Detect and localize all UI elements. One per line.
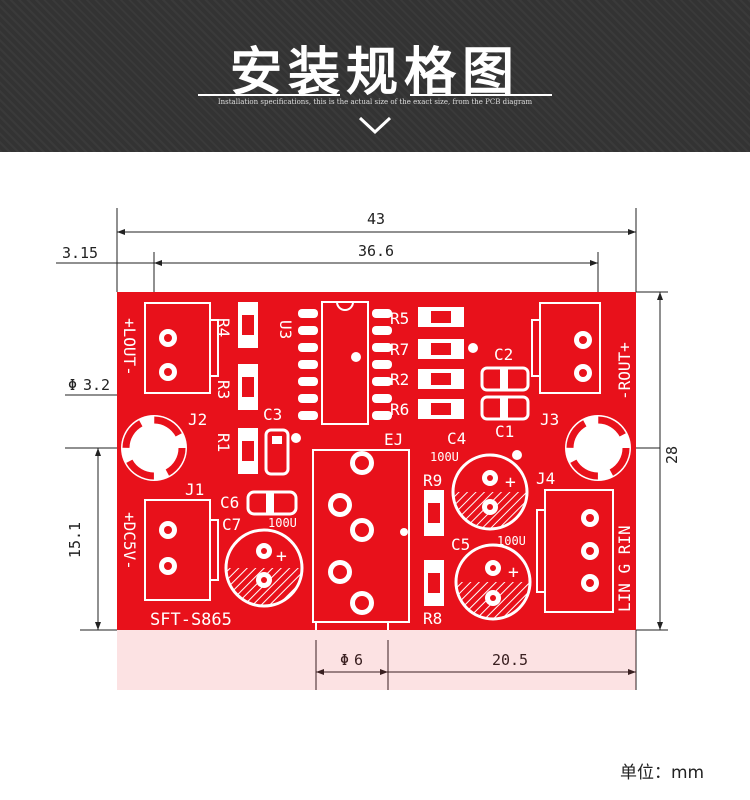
- capacitor-c5: +: [454, 543, 532, 621]
- ej-label: EJ: [384, 430, 403, 449]
- mounting-hole-right: [565, 415, 631, 481]
- dim-jack-diameter-symbol: Φ: [340, 651, 349, 669]
- dim-hole-diameter: 3.2: [83, 376, 110, 394]
- resistor-r7: [418, 339, 464, 359]
- resistor-r3: [238, 364, 258, 410]
- dim-jack-diameter: 6: [354, 651, 363, 669]
- resistor-r8: [424, 560, 444, 606]
- model-label: SFT-S865: [150, 610, 232, 630]
- c2-label: C2: [494, 345, 513, 364]
- svg-text:+: +: [508, 562, 519, 583]
- dim-left-offset: 3.15: [62, 244, 98, 262]
- c5-value: 100U: [497, 534, 526, 548]
- page-title: 安装规格图: [229, 43, 520, 103]
- page-subtitle: Installation specifications, this is the…: [217, 98, 533, 106]
- r6-label: R6: [390, 400, 409, 419]
- connector-j2: [144, 302, 219, 394]
- c4-value: 100U: [430, 450, 459, 464]
- svg-text:+: +: [505, 472, 516, 493]
- resistor-r5: [418, 307, 464, 327]
- pcb-substrate: [117, 292, 636, 630]
- j3-label: J3: [540, 410, 559, 429]
- connector-j1: [144, 499, 219, 601]
- dim-width-total: 43: [367, 210, 385, 228]
- c3-label: C3: [263, 405, 282, 424]
- dim-hole-spacing: 36.6: [358, 242, 394, 260]
- header-decoration: [198, 94, 552, 135]
- resistor-r4: [238, 302, 258, 348]
- j4-pin-label: LIN G RIN: [615, 525, 634, 612]
- ic-u3: [298, 301, 392, 425]
- capacitor-c3: [264, 428, 301, 476]
- r2-label: R2: [390, 370, 409, 389]
- r8-label: R8: [423, 609, 442, 628]
- resistor-r6: [418, 399, 464, 419]
- j3-pin-label: -ROUT+: [615, 342, 634, 400]
- j2-pin-label: +LOUT-: [120, 318, 139, 376]
- capacitor-c2: [480, 366, 530, 392]
- pcb-board: +LOUT- J2 +DC5V- J1 SFT-S865 -ROUT+ J3: [117, 292, 636, 640]
- dim-hole-diameter-symbol: Φ: [68, 376, 77, 394]
- r4-label: R4: [214, 318, 233, 337]
- c7-label: C7: [222, 515, 241, 534]
- resistor-r9: [424, 490, 444, 536]
- c4-label: C4: [447, 429, 466, 448]
- chevron-down-icon: [358, 116, 392, 135]
- r5-label: R5: [390, 309, 409, 328]
- c5-label: C5: [451, 535, 470, 554]
- c1-label: C1: [495, 422, 514, 441]
- r1-label: R1: [214, 433, 233, 452]
- resistor-r2: [418, 369, 464, 389]
- j4-label: J4: [536, 469, 555, 488]
- jack-ej: [312, 449, 410, 640]
- board-reflection: [117, 630, 636, 690]
- svg-text:+: +: [276, 546, 287, 567]
- capacitor-c6: [246, 490, 298, 516]
- resistor-r1: [238, 428, 258, 474]
- j1-pin-label: +DC5V-: [120, 512, 139, 570]
- r7-label: R7: [390, 340, 409, 359]
- header-banner: 安装规格图 Installation specifications, this …: [0, 0, 750, 152]
- connector-j4: [536, 489, 614, 613]
- r3-label: R3: [214, 380, 233, 399]
- mounting-hole-left: [121, 415, 187, 481]
- c6-label: C6: [220, 493, 239, 512]
- dim-height: 28: [663, 446, 681, 464]
- capacitor-c4: +: [451, 453, 529, 531]
- capacitor-c1: [480, 395, 530, 421]
- c6-value: 100U: [268, 516, 297, 530]
- r9-label: R9: [423, 471, 442, 490]
- dimension-arrows: [95, 229, 663, 675]
- dim-lower-height: 15.1: [66, 522, 84, 558]
- j1-label: J1: [185, 480, 204, 499]
- u3-label: U3: [276, 320, 295, 339]
- dim-jack-offset: 20.5: [492, 651, 528, 669]
- connector-j3: [531, 302, 601, 394]
- capacitor-c7: +: [224, 528, 304, 608]
- j2-label: J2: [188, 410, 207, 429]
- unit-label: 单位：mm: [620, 763, 705, 783]
